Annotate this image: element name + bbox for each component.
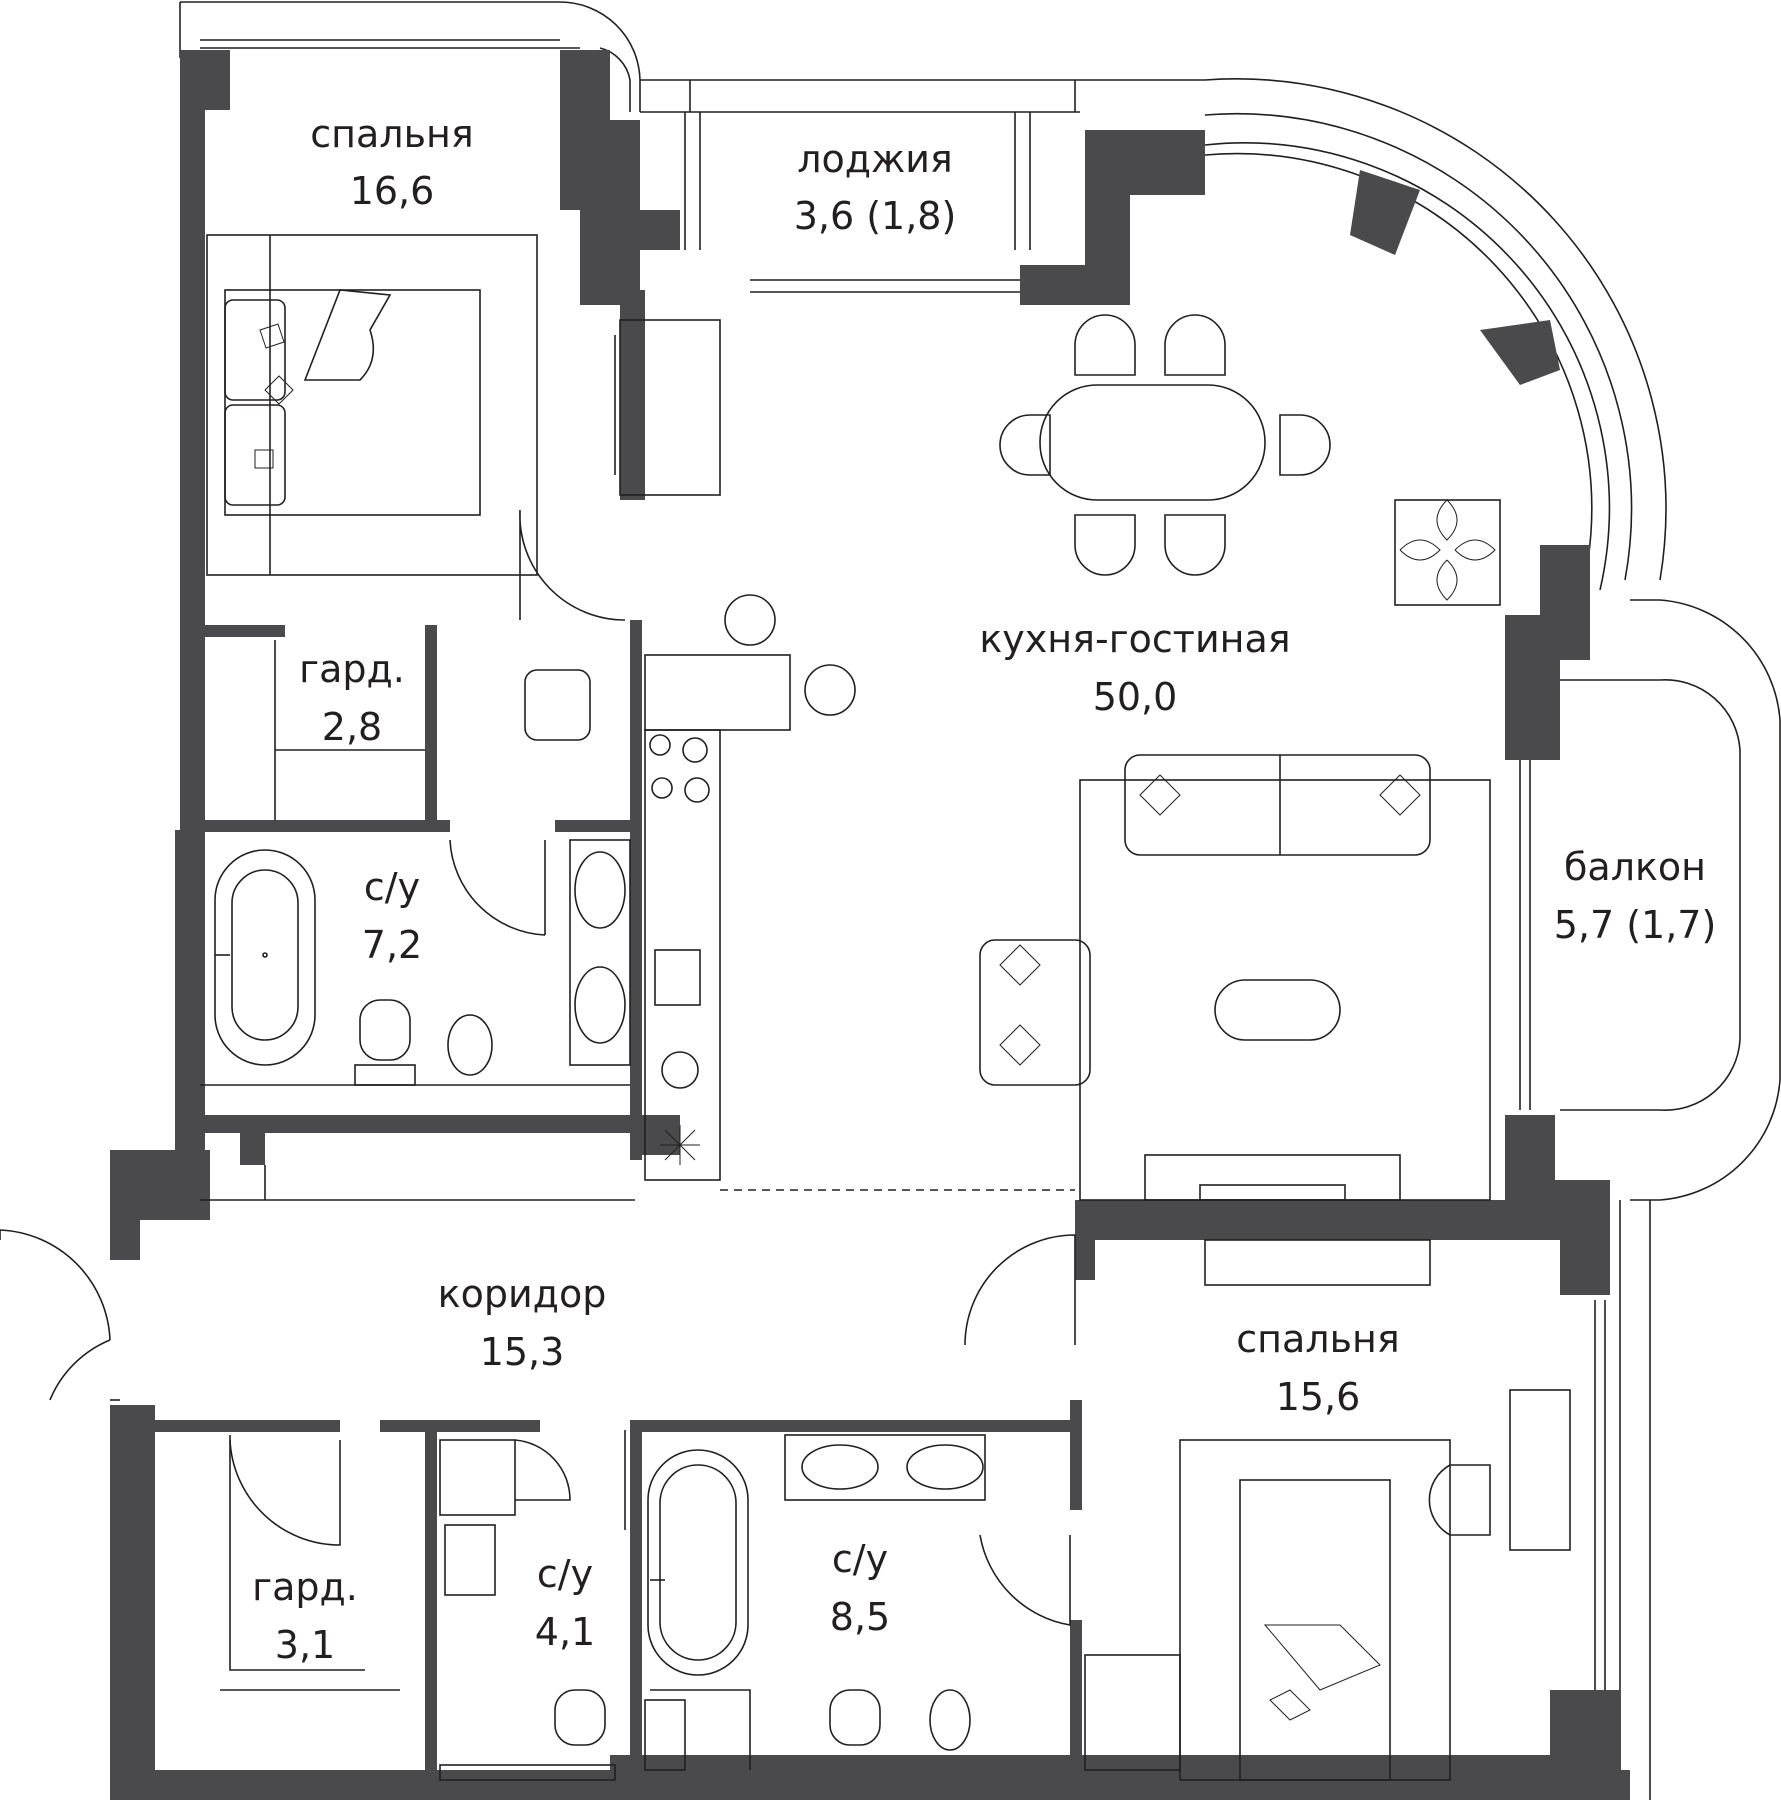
room-bedroom-1: спальня 16,6 bbox=[310, 112, 473, 213]
room-name: коридор bbox=[438, 1272, 607, 1316]
room-name: с/у bbox=[832, 1537, 888, 1581]
room-labels: спальня 16,6 лоджия 3,6 (1,8) кухня-гост… bbox=[252, 112, 1716, 1667]
room-area: 3,6 (1,8) bbox=[794, 194, 957, 238]
room-corridor: коридор 15,3 bbox=[438, 1272, 607, 1374]
room-area: 16,6 bbox=[350, 169, 435, 213]
room-name: лоджия bbox=[797, 137, 953, 181]
room-name: кухня-гостиная bbox=[979, 617, 1290, 661]
room-name: с/у bbox=[537, 1552, 593, 1596]
room-area: 4,1 bbox=[535, 1610, 595, 1654]
room-kitchen-living: кухня-гостиная 50,0 bbox=[979, 617, 1290, 719]
room-name: спальня bbox=[310, 112, 473, 156]
interior-lines bbox=[200, 234, 1571, 1781]
room-bathroom-2: с/у 4,1 bbox=[535, 1552, 595, 1654]
room-loggia: лоджия 3,6 (1,8) bbox=[794, 137, 957, 238]
room-bedroom-2: спальня 15,6 bbox=[1236, 1317, 1399, 1419]
room-area: 8,5 bbox=[830, 1595, 890, 1639]
room-name: гард. bbox=[299, 647, 405, 691]
room-bathroom-1: с/у 7,2 bbox=[362, 865, 422, 967]
room-area: 7,2 bbox=[362, 923, 422, 967]
room-area: 15,6 bbox=[1276, 1375, 1361, 1419]
room-wardrobe-1: гард. 2,8 bbox=[299, 647, 405, 749]
walls bbox=[110, 50, 1630, 1800]
room-bathroom-3: с/у 8,5 bbox=[830, 1537, 890, 1639]
room-area: 3,1 bbox=[275, 1623, 335, 1667]
room-wardrobe-2: гард. 3,1 bbox=[252, 1565, 358, 1667]
room-name: с/у bbox=[364, 865, 420, 909]
room-area: 15,3 bbox=[480, 1330, 565, 1374]
room-area: 2,8 bbox=[322, 705, 382, 749]
room-area: 5,7 (1,7) bbox=[1554, 903, 1717, 947]
room-balcony: балкон 5,7 (1,7) bbox=[1554, 845, 1717, 947]
room-area: 50,0 bbox=[1093, 675, 1178, 719]
room-name: балкон bbox=[1564, 845, 1706, 889]
room-name: спальня bbox=[1236, 1317, 1399, 1361]
room-name: гард. bbox=[252, 1565, 358, 1609]
